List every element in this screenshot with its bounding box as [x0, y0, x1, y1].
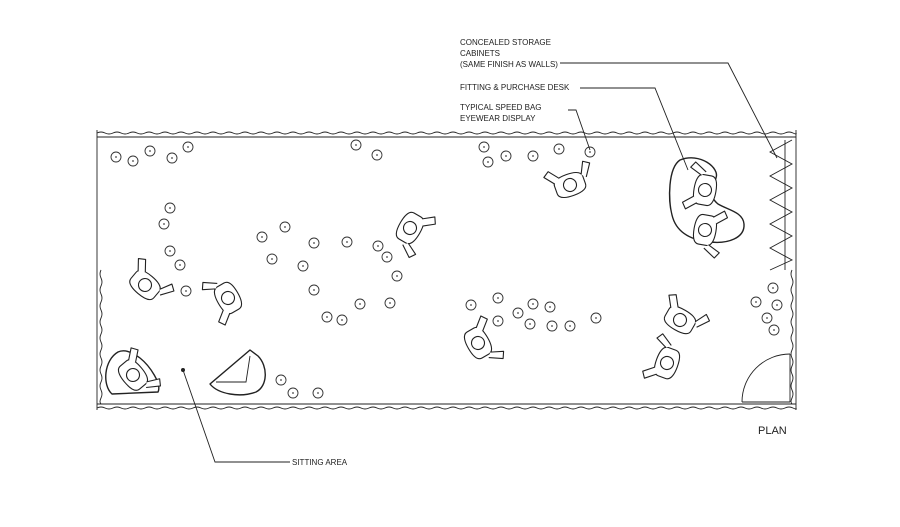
wall-left [99, 269, 103, 405]
display-dot [396, 275, 398, 277]
display-dot [261, 236, 263, 238]
storage-label-line3: (SAME FINISH AS WALLS) [460, 60, 558, 69]
person-figure [395, 211, 436, 259]
display-dot [317, 392, 319, 394]
storage-label-line1: CONCEALED STORAGE [460, 38, 551, 47]
display-dot [313, 289, 315, 291]
person-figure [129, 258, 175, 301]
display-dot [377, 245, 379, 247]
display-dot [280, 379, 282, 381]
people-figures [117, 160, 729, 391]
display-dot [341, 319, 343, 321]
wall-right [790, 269, 794, 405]
display-dot [171, 157, 173, 159]
storage-label-line2: CABINETS [460, 49, 500, 58]
wall-top [96, 131, 797, 135]
display-dot [470, 304, 472, 306]
display-dot [776, 304, 778, 306]
display-dot [185, 290, 187, 292]
display-dot [483, 146, 485, 148]
display-dot [595, 317, 597, 319]
display-dot [389, 302, 391, 304]
person-figure [663, 294, 711, 335]
display-dot [355, 144, 357, 146]
display-dot [115, 156, 117, 158]
plan-title: PLAN [758, 425, 787, 437]
display-dot [346, 241, 348, 243]
display-dot [326, 316, 328, 318]
person-figure [543, 160, 591, 199]
display-dot [755, 301, 757, 303]
annotations: CONCEALED STORAGE CABINETS (SAME FINISH … [292, 38, 787, 467]
display-dot [772, 287, 774, 289]
display-dot [487, 161, 489, 163]
display-dot [149, 150, 151, 152]
display-dot [359, 303, 361, 305]
display-dot [169, 250, 171, 252]
display-dot [532, 155, 534, 157]
person-figure [692, 210, 729, 259]
display-label-line1: TYPICAL SPEED BAG [460, 103, 542, 112]
display-dot [179, 264, 181, 266]
display-dot [569, 325, 571, 327]
display-dot [549, 306, 551, 308]
leader-desk [580, 87, 689, 171]
display-dot [497, 297, 499, 299]
display-dot [292, 392, 294, 394]
person-figure [642, 333, 681, 380]
leader-storage [560, 62, 778, 159]
leader-display [568, 109, 591, 151]
person-figure [463, 315, 505, 360]
display-dot [589, 151, 591, 153]
display-dot [773, 329, 775, 331]
person-figure [201, 281, 243, 326]
entrance-door [741, 353, 791, 403]
display-dot [558, 148, 560, 150]
leader-sitting [182, 369, 290, 463]
display-dot [313, 242, 315, 244]
display-dot [302, 265, 304, 267]
display-dot [766, 317, 768, 319]
person-figure [681, 161, 718, 210]
display-dot [551, 325, 553, 327]
display-dot [271, 258, 273, 260]
eyewear-displays [110, 139, 783, 399]
display-dot [505, 155, 507, 157]
display-dot [376, 154, 378, 156]
display-dot [284, 226, 286, 228]
display-dot [497, 320, 499, 322]
wall-bottom [96, 406, 797, 410]
sitting-area-label: SITTING AREA [292, 458, 348, 467]
room-walls [96, 130, 797, 410]
display-dot [132, 160, 134, 162]
display-dot [529, 323, 531, 325]
storage-cabinets [769, 139, 794, 271]
display-dot [517, 312, 519, 314]
leader-lines [181, 62, 778, 463]
display-label-line2: EYEWEAR DISPLAY [460, 114, 536, 123]
display-dot [163, 223, 165, 225]
person-figure [117, 347, 161, 391]
display-dot [386, 256, 388, 258]
desk-label: FITTING & PURCHASE DESK [460, 83, 570, 92]
display-dot [169, 207, 171, 209]
display-dot [532, 303, 534, 305]
lounge-chair-right [209, 349, 266, 396]
display-dot [187, 146, 189, 148]
